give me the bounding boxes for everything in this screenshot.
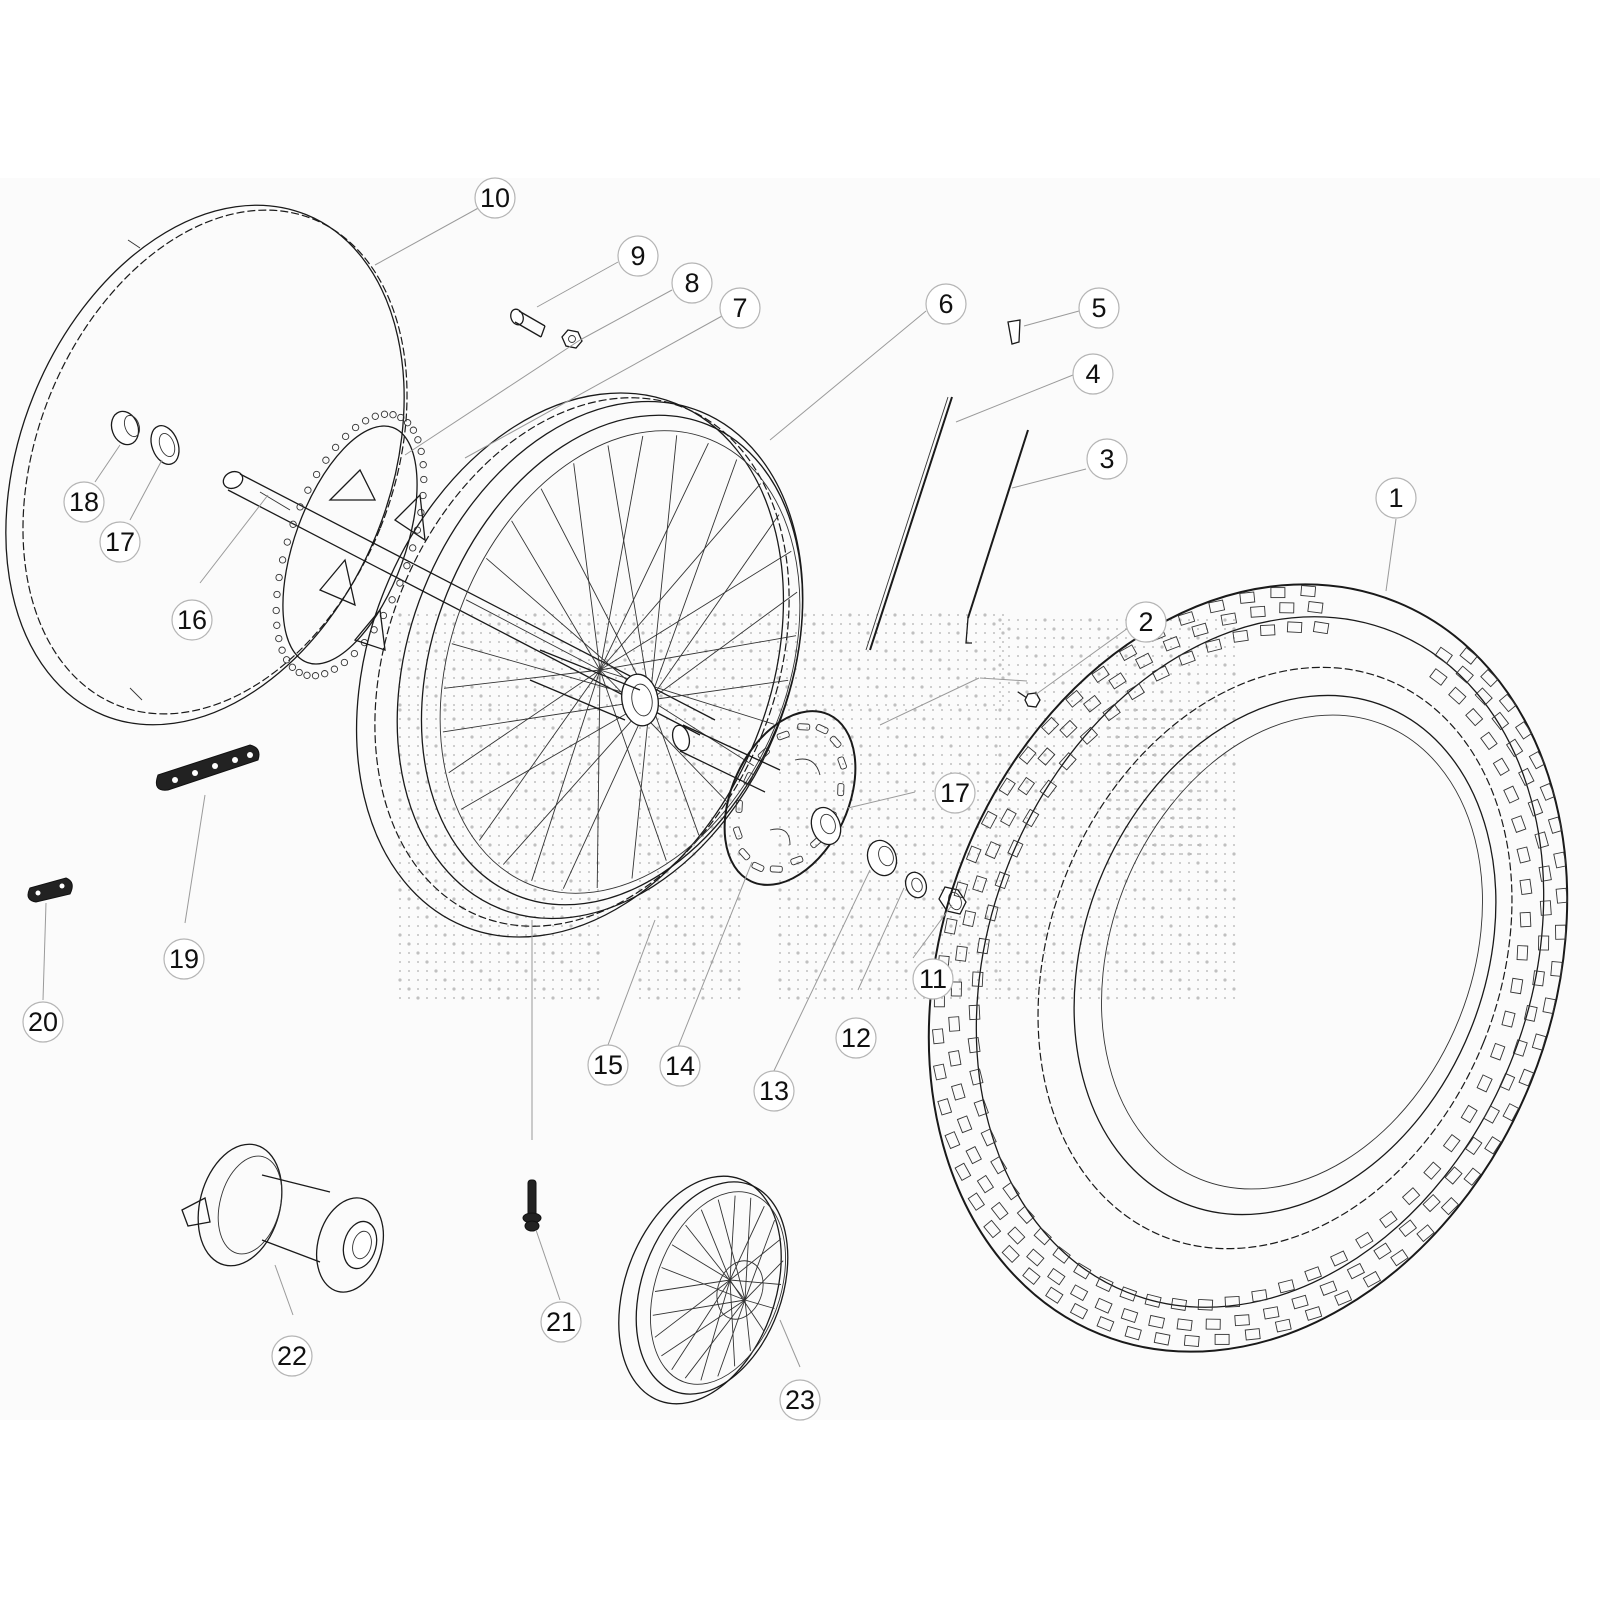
part-sprocket-nut: [561, 329, 583, 349]
callout-12[interactable]: 12: [835, 1017, 877, 1059]
callout-21[interactable]: 21: [540, 1301, 582, 1343]
part-spoke-nipple: [1007, 319, 1021, 345]
callout-label: 23: [785, 1385, 815, 1415]
callout-19[interactable]: 19: [163, 938, 205, 980]
part-axle-nut: [938, 886, 967, 915]
callout-20[interactable]: 20: [22, 1001, 64, 1043]
part-spoke-outer: [865, 396, 953, 651]
callout-3[interactable]: 3: [1086, 438, 1128, 480]
part-valve: [522, 1179, 542, 1232]
part-rim: [355, 392, 804, 938]
part-washer: [904, 871, 928, 899]
part-disc-bolt: [1017, 691, 1041, 708]
callout-15[interactable]: 15: [587, 1044, 629, 1086]
callout-label: 5: [1091, 293, 1106, 323]
callout-label: 17: [105, 527, 135, 557]
callout-label: 21: [546, 1307, 576, 1337]
part-complete-wheel: [618, 1175, 789, 1405]
part-brake-disc: [723, 710, 857, 886]
callout-6[interactable]: 6: [925, 283, 967, 325]
leader-lines: [42, 205, 1397, 1368]
drawing-sheet: [0, 178, 1600, 1420]
part-spacer: [866, 839, 898, 877]
callout-7[interactable]: 7: [719, 287, 761, 329]
part-hub: [181, 1143, 384, 1293]
part-spoke-inner: [965, 429, 1029, 644]
callout-9[interactable]: 9: [617, 235, 659, 277]
callout-label: 3: [1099, 444, 1114, 474]
callout-2[interactable]: 2: [1125, 601, 1167, 643]
callout-label: 22: [277, 1341, 307, 1371]
callout-8[interactable]: 8: [671, 262, 713, 304]
callout-label: 14: [665, 1051, 695, 1081]
part-bushing: [110, 410, 141, 446]
callout-label: 10: [480, 183, 510, 213]
callout-4[interactable]: 4: [1072, 353, 1114, 395]
part-bearing-left: [150, 425, 180, 465]
part-hub-spacer: [671, 724, 781, 793]
callout-23[interactable]: 23: [779, 1379, 821, 1421]
part-chain: [155, 744, 260, 791]
callout-label: 12: [841, 1023, 871, 1053]
callout-label: 20: [28, 1007, 58, 1037]
callout-13[interactable]: 13: [753, 1070, 795, 1112]
callout-label: 18: [69, 487, 99, 517]
callout-label: 13: [759, 1076, 789, 1106]
part-rim-tape: [5, 204, 408, 726]
callout-label: 19: [169, 944, 199, 974]
watermark-dots: [398, 613, 1236, 1000]
callout-label: 7: [732, 293, 747, 323]
callout-label: 6: [938, 289, 953, 319]
callout-label: 17: [940, 778, 970, 808]
part-tire: [927, 583, 1569, 1353]
callout-label: 8: [684, 268, 699, 298]
callout-label: 2: [1138, 607, 1153, 637]
callout-5[interactable]: 5: [1078, 287, 1120, 329]
callout-16[interactable]: 16: [171, 599, 213, 641]
callout-11[interactable]: 11: [912, 958, 954, 1000]
callout-label: 9: [630, 241, 645, 271]
callout-14[interactable]: 14: [659, 1045, 701, 1087]
callout-10[interactable]: 10: [474, 177, 516, 219]
callout-22[interactable]: 22: [271, 1335, 313, 1377]
part-chain-master-link: [27, 877, 73, 903]
callout-label: 1: [1388, 483, 1403, 513]
callout-17-left[interactable]: 17: [99, 521, 141, 563]
callout-label: 16: [177, 605, 207, 635]
callout-1[interactable]: 1: [1375, 477, 1417, 519]
callout-label: 11: [919, 964, 947, 994]
part-bearing-right: [810, 806, 842, 846]
callout-18[interactable]: 18: [63, 481, 105, 523]
part-sprocket-bolt: [510, 308, 546, 338]
callout-label: 4: [1085, 359, 1100, 389]
callout-label: 15: [593, 1050, 623, 1080]
callout-17-right[interactable]: 17: [934, 772, 976, 814]
part-sprocket: [272, 410, 428, 680]
